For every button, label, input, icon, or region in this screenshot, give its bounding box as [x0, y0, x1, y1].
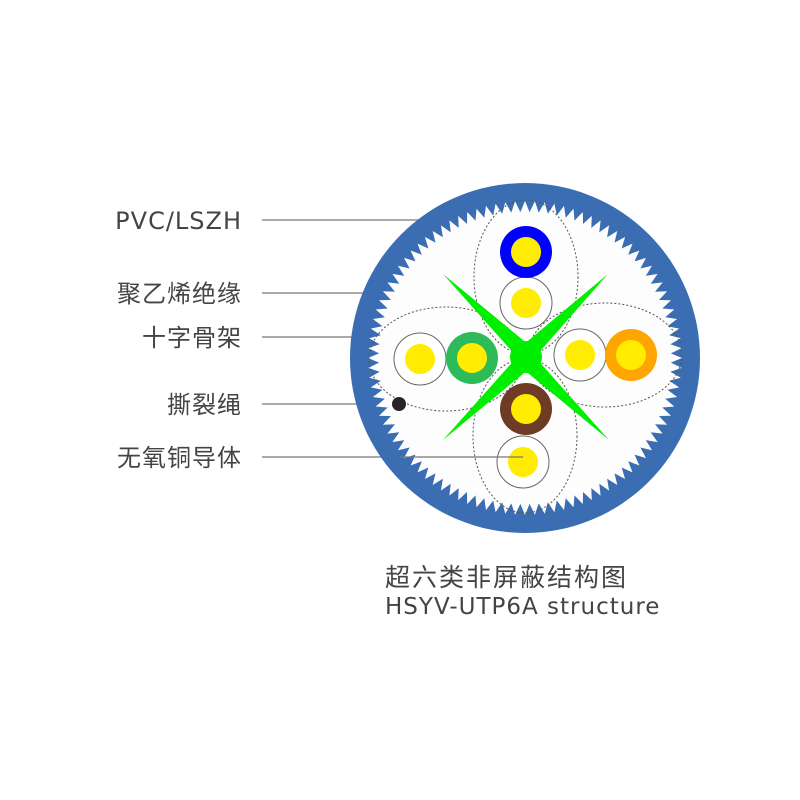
label-cross-filler: 十字骨架 [142, 324, 242, 352]
label-conductor: 无氧铜导体 [117, 444, 242, 472]
label-ripcord: 撕裂绳 [167, 391, 242, 419]
ripcord [392, 397, 406, 411]
cross-filler [443, 274, 609, 440]
label-sheath: PVC/LSZH [115, 207, 242, 235]
conductor [405, 344, 435, 374]
pair-wrap-bottom [472, 358, 578, 514]
conductor [565, 340, 595, 370]
caption-title-en: HSYV-UTP6A structure [385, 594, 661, 620]
label-insulation: 聚乙烯绝缘 [117, 280, 242, 308]
conductor [511, 288, 541, 318]
pair-wrap-top [473, 199, 579, 355]
conductor [511, 237, 541, 267]
caption-title-cn: 超六类非屏蔽结构图 [385, 563, 629, 592]
conductor [511, 394, 541, 424]
conductor [616, 340, 646, 370]
conductor [508, 447, 538, 477]
conductor [457, 343, 487, 373]
